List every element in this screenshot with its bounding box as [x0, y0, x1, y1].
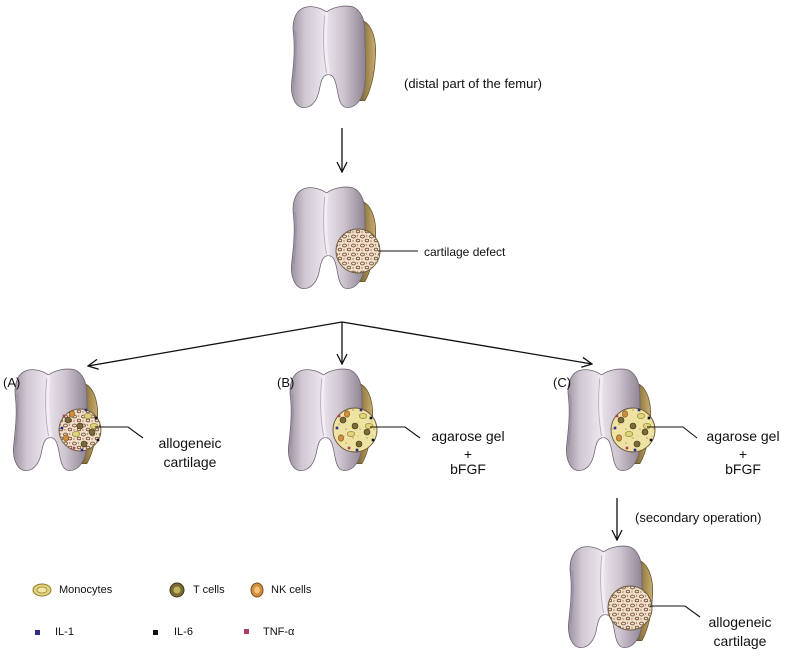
label-secondary-operation: (secondary operation): [635, 510, 762, 525]
label-final-line2: cartilage: [713, 633, 767, 649]
label-final-line1: allogeneic: [708, 614, 772, 630]
label-a-line1: allogeneic: [158, 435, 222, 451]
legend-tcell-symbol: [169, 582, 185, 598]
label-femur: (distal part of the femur): [404, 76, 542, 91]
legend-monocytes-label: Monocytes: [59, 584, 113, 596]
leader-final: [650, 605, 701, 618]
label-cartilage-defect: cartilage defect: [424, 245, 506, 259]
label-b-tag: (B): [277, 375, 295, 390]
label-c-line2: +: [738, 446, 748, 462]
arrow-split-right: [341, 321, 592, 364]
legend-nkcells-label: NK cells: [271, 584, 312, 596]
label-c-line1: agarose gel: [706, 428, 780, 444]
label-c-tag: (C): [553, 375, 572, 390]
label-c-line3: bFGF: [725, 461, 761, 477]
legend-il6-label: IL-6: [174, 626, 193, 638]
legend-il1-label: IL-1: [55, 626, 74, 638]
legend-il1-symbol: [35, 630, 40, 635]
label-a-line2: cartilage: [163, 454, 217, 470]
label-b-line3: bFGF: [450, 461, 486, 477]
arrow-split-left: [88, 321, 343, 366]
label-b-line2: +: [463, 446, 473, 462]
label-b-line1: agarose gel: [431, 428, 505, 444]
legend-nkcell-symbol: [250, 582, 264, 598]
legend-tnf-symbol: [244, 629, 249, 634]
legend-il6-symbol: [153, 630, 158, 635]
leader-b: [370, 426, 421, 439]
label-a-tag: (A): [3, 375, 21, 390]
leader-a: [95, 426, 144, 439]
legend-tcells-label: T cells: [193, 584, 225, 596]
femur-top: [291, 5, 377, 109]
leader-c: [647, 426, 698, 439]
legend-monocyte-symbol: [32, 583, 52, 597]
legend-tnf-label: TNF-α: [263, 626, 295, 638]
